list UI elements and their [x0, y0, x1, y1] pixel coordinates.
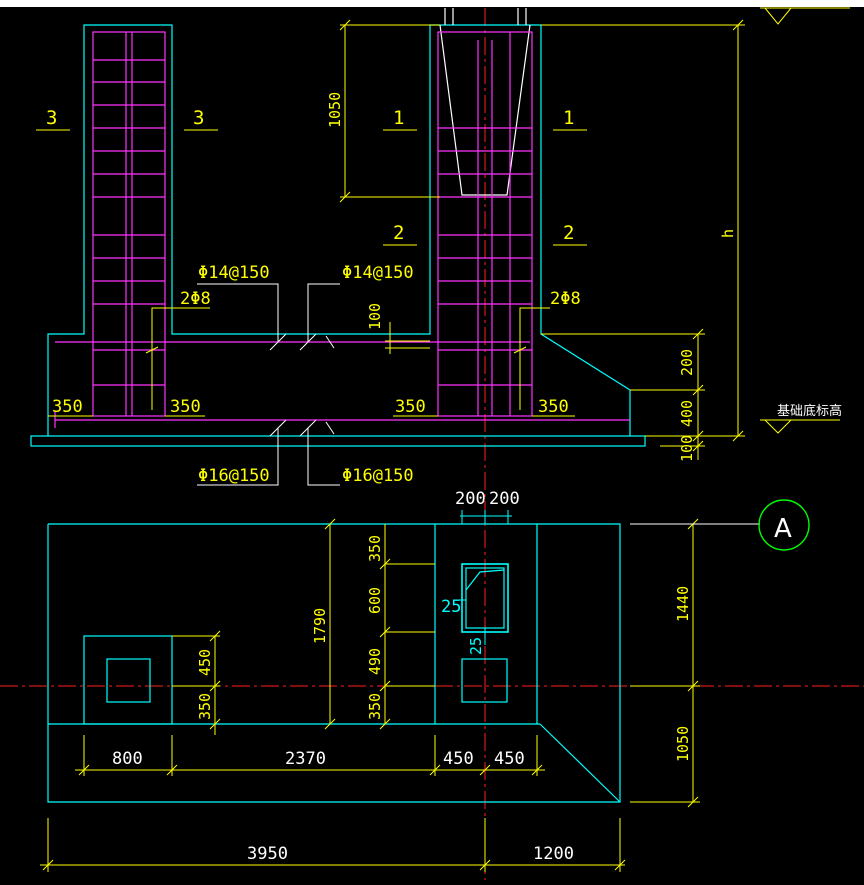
stirrup-label-left: 2Φ8	[180, 289, 211, 309]
section-mark-2-left: 2	[393, 222, 404, 244]
dim-350-plan-left: 350	[196, 693, 214, 720]
dim-100b-elevation: 100	[678, 435, 696, 462]
rebar-cage-right	[437, 31, 533, 417]
cover-350-4: 350	[538, 397, 569, 417]
foundation-bottom-elevation-label: 基础底标高	[777, 403, 842, 419]
section-mark-1-left: 1	[393, 107, 404, 129]
elevation-outline	[30, 8, 646, 447]
dim-490-plan: 490	[366, 648, 384, 675]
stirrup-label-right: 2Φ8	[550, 289, 581, 309]
base-rebar	[54, 341, 630, 428]
dim-200-top-left: 200	[455, 489, 486, 509]
dim-25-lower: 25	[467, 637, 485, 655]
dim-450-plan-a: 450	[443, 749, 474, 769]
dim-1200-plan: 1200	[533, 844, 574, 864]
cover-350-1: 350	[52, 397, 83, 417]
dim-h-elevation: h	[719, 229, 737, 238]
section-marks	[36, 129, 587, 246]
dim-800-plan: 800	[112, 749, 143, 769]
axis-marker-circle	[758, 499, 810, 551]
dim-350-plan-bottom: 350	[366, 693, 384, 720]
cover-350-2: 350	[170, 397, 201, 417]
dim-1440-plan: 1440	[674, 586, 692, 622]
section-mark-3-right: 3	[193, 107, 204, 129]
rebar-label-top-right: Φ14@150	[342, 263, 414, 283]
dim-600-plan: 600	[366, 587, 384, 614]
plan-dimension-lines-cyan	[458, 510, 512, 645]
section-mark-3-left: 3	[46, 107, 57, 129]
rebar-cage-left	[92, 31, 166, 417]
stirrup-leaders	[145, 307, 550, 410]
section-mark-2-right: 2	[563, 222, 574, 244]
dim-1790-plan: 1790	[311, 608, 329, 644]
rebar-label-bottom-left: Φ16@150	[198, 466, 270, 486]
dim-200-elevation: 200	[678, 349, 696, 376]
dim-1050-plan: 1050	[674, 726, 692, 762]
dim-100-elevation: 100	[366, 303, 384, 330]
plan-outline	[47, 523, 621, 803]
cover-350-3: 350	[395, 397, 426, 417]
rebar-label-top-left: Φ14@150	[198, 263, 270, 283]
rebar-label-bottom-right: Φ16@150	[342, 466, 414, 486]
dim-1050-elevation: 1050	[326, 92, 344, 128]
dim-400-elevation: 400	[678, 400, 696, 427]
dim-450-plan-left: 450	[196, 649, 214, 676]
dim-350-plan-top: 350	[366, 535, 384, 562]
rebar-leaders	[197, 283, 340, 486]
axis-marker-label: A	[774, 514, 792, 544]
dim-25-upper: 25	[441, 597, 461, 617]
dim-3950-plan: 3950	[247, 844, 288, 864]
plan-dimension-lines	[40, 518, 700, 872]
dim-450-plan-b: 450	[494, 749, 525, 769]
dim-2370-plan: 2370	[285, 749, 326, 769]
section-mark-1-right: 1	[563, 107, 574, 129]
dim-200-top-right: 200	[489, 489, 520, 509]
elevation-dimension-lines	[48, 7, 850, 460]
window-top-edge	[0, 0, 864, 7]
